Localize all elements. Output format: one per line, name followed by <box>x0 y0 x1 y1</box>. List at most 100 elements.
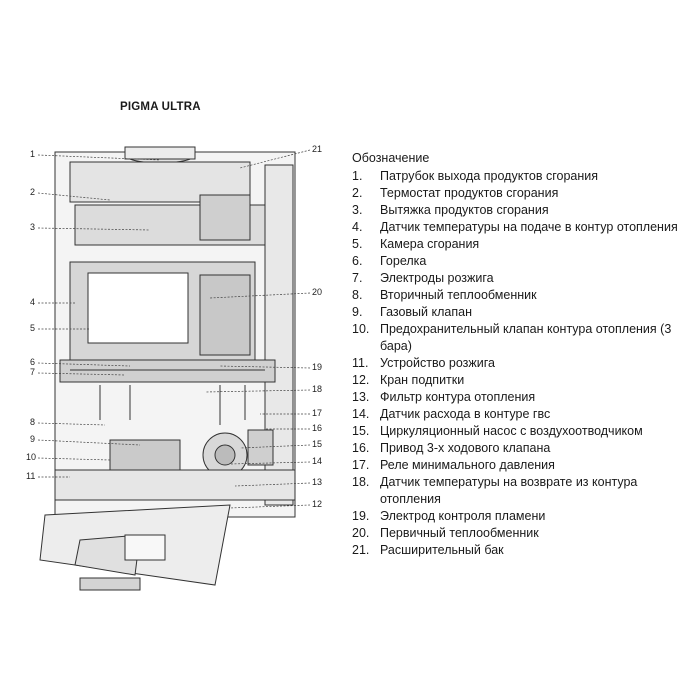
callout-19: 19 <box>312 362 322 372</box>
legend-item-number: 7. <box>352 271 363 285</box>
callout-12: 12 <box>312 499 322 509</box>
legend-item: 9. Газовый клапан <box>352 304 692 321</box>
legend-item-text: Камера сгорания <box>380 237 480 251</box>
chamber-window <box>87 272 189 344</box>
callout-17: 17 <box>312 408 322 418</box>
legend-item-text: Привод 3-х ходового клапана <box>380 441 551 455</box>
legend-item-text: Реле минимального давления <box>380 458 555 472</box>
callout-2: 2 <box>30 187 35 197</box>
fan-motor <box>199 194 251 241</box>
legend-item-text: Термостат продуктов сгорания <box>380 186 559 200</box>
legend-item-text: Вторичный теплообменник <box>380 288 537 302</box>
legend-item-text: Электроды розжига <box>380 271 494 285</box>
legend-item: 8. Вторичный теплообменник <box>352 287 692 304</box>
legend-heading: Обозначение <box>352 151 430 165</box>
callout-7: 7 <box>30 367 35 377</box>
legend-item-text: Датчик расхода в контуре гвс <box>380 407 551 421</box>
legend-item-text: Патрубок выхода продуктов сгорания <box>380 169 599 183</box>
legend-item-number: 12. <box>352 373 370 387</box>
callout-21: 21 <box>312 144 322 154</box>
legend-item-number: 21. <box>352 543 370 557</box>
legend-item-number: 14. <box>352 407 370 421</box>
callout-4: 4 <box>30 297 35 307</box>
legend-item-number: 9. <box>352 305 363 319</box>
legend-item-number: 5. <box>352 237 363 251</box>
legend-item-number: 1. <box>352 169 363 183</box>
legend-item: 4. Датчик температуры на подаче в контур … <box>352 219 692 236</box>
legend-item: 13.Фильтр контура отопления <box>352 389 692 406</box>
callout-1: 1 <box>30 149 35 159</box>
legend-item-number: 10. <box>352 322 370 336</box>
callout-5: 5 <box>30 323 35 333</box>
legend-item: 19. Электрод контроля пламени <box>352 508 692 525</box>
legend-item-number: 4. <box>352 220 363 234</box>
legend-item: 3. Вытяжка продуктов сгорания <box>352 202 692 219</box>
callout-10: 10 <box>26 452 36 462</box>
legend-item-number: 3. <box>352 203 363 217</box>
legend-item-number: 18. <box>352 475 370 489</box>
callout-13: 13 <box>312 477 322 487</box>
legend-item: 12. Кран подпитки <box>352 372 692 389</box>
legend-item-number: 11. <box>352 356 369 370</box>
legend-item-text: Электрод контроля пламени <box>380 509 546 523</box>
panel-handle <box>79 577 141 591</box>
callout-20: 20 <box>312 287 322 297</box>
legend-item: 5. Камера сгорания <box>352 236 692 253</box>
legend-item: 7. Электроды розжига <box>352 270 692 287</box>
boiler-base <box>54 469 296 501</box>
legend-item-number: 15. <box>352 424 370 438</box>
legend-item: 10. Предохранительный клапан контура отоп… <box>352 321 692 355</box>
leader-lines-right <box>204 149 311 509</box>
callout-16: 16 <box>312 423 322 433</box>
legend-item-number: 6. <box>352 254 363 268</box>
legend-item-number: 2. <box>352 186 363 200</box>
callouts-right: 21 20 19 18 17 16 15 14 13 12 <box>312 144 322 509</box>
legend-item-text: Фильтр контура отопления <box>380 390 536 404</box>
legend-list: 1. Патрубок выхода продуктов сгорания 2. Те… <box>352 168 692 559</box>
legend-item-number: 19. <box>352 509 370 523</box>
legend-item: 1. Патрубок выхода продуктов сгорания <box>352 168 692 185</box>
flue-collar-body <box>124 146 196 160</box>
display-window <box>124 534 166 561</box>
legend-item: 16. Привод 3-х ходового клапана <box>352 440 692 457</box>
callout-15: 15 <box>312 439 322 449</box>
callout-18: 18 <box>312 384 322 394</box>
legend: Обозначение 1. Патрубок выхода продуктов … <box>352 150 692 559</box>
legend-item-text: Первичный теплообменник <box>380 526 539 540</box>
legend-item-number: 16. <box>352 441 370 455</box>
callout-3: 3 <box>30 222 35 232</box>
callout-9: 9 <box>30 434 35 444</box>
legend-item-number: 8. <box>352 288 363 302</box>
legend-item-text: Газовый клапан <box>380 305 472 319</box>
legend-item-text: Датчик температуры на возврате из контур… <box>380 475 638 506</box>
legend-item-text: Датчик температуры на подаче в контур от… <box>380 220 678 234</box>
legend-item-text: Вытяжка продуктов сгорания <box>380 203 549 217</box>
callouts-left: 1 2 3 4 5 6 7 8 9 10 11 <box>26 149 36 481</box>
three-way-valve <box>247 429 274 466</box>
burner <box>59 359 276 383</box>
legend-item: 14. Датчик расхода в контуре гвс <box>352 406 692 423</box>
diagram-title: PIGMA ULTRA <box>120 101 201 113</box>
legend-item: 17. Реле минимального давления <box>352 457 692 474</box>
primary-heat-exchanger <box>199 274 251 356</box>
legend-item-number: 17. <box>352 458 370 472</box>
legend-item-text: Циркуляционный насос с воздухоотводчиком <box>380 424 643 438</box>
legend-item: 6. Горелка <box>352 253 692 270</box>
legend-item-number: 20. <box>352 526 370 540</box>
legend-item-text: Горелка <box>380 254 427 268</box>
callout-8: 8 <box>30 417 35 427</box>
legend-item: 21.Расширительный бак <box>352 542 692 559</box>
legend-item-text: Устройство розжига <box>380 356 495 370</box>
pipework <box>99 385 246 425</box>
callout-6: 6 <box>30 357 35 367</box>
leader-lines-left <box>37 154 161 478</box>
legend-item: 11. Устройство розжига <box>352 355 692 372</box>
legend-item: 2. Термостат продуктов сгорания <box>352 185 692 202</box>
legend-item: 15. Циркуляционный насос с воздухоотводчи… <box>352 423 692 440</box>
legend-item-text: Предохранительный клапан контура отоплен… <box>380 322 672 353</box>
legend-item-text: Кран подпитки <box>380 373 465 387</box>
callout-11: 11 <box>26 471 35 481</box>
legend-item: 18. Датчик температуры на возврате из кон… <box>352 474 692 508</box>
legend-item: 20. Первичный теплообменник <box>352 525 692 542</box>
